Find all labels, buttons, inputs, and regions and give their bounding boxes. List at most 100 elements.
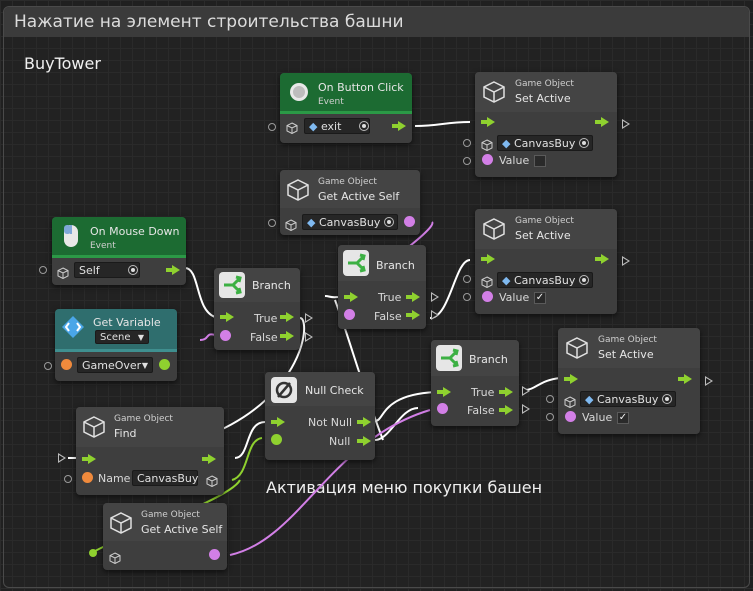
scope-value: Scene	[100, 332, 131, 343]
target-field[interactable]: ◆ CanvasBuy	[302, 214, 398, 230]
node-get-active-self-top[interactable]: Game Object Get Active Self ◆ CanvasBuy	[280, 170, 420, 235]
true-output-port[interactable]	[406, 292, 420, 302]
false-output-port[interactable]	[406, 310, 420, 320]
node-set-active-1[interactable]: Game Object Set Active ◆ CanvasBuy Value	[475, 72, 617, 177]
condition-input-port[interactable]	[220, 330, 231, 341]
name-field[interactable]: CanvasBuy	[132, 470, 198, 486]
node-title: Get Variable	[93, 316, 161, 329]
input-port[interactable]	[463, 139, 471, 147]
input-port[interactable]	[463, 293, 471, 301]
flow-output-port[interactable]	[595, 117, 609, 127]
variable-name-dropdown[interactable]: GameOver ▼	[77, 357, 153, 373]
node-branch-2[interactable]: Branch True False	[338, 245, 426, 329]
true-output-port[interactable]	[280, 312, 294, 322]
false-output-port[interactable]	[280, 331, 294, 341]
name-input-port[interactable]	[82, 472, 93, 483]
bool-input-port[interactable]	[482, 154, 493, 165]
flow-output-port[interactable]	[522, 386, 530, 396]
value-label: Value	[499, 291, 530, 304]
flow-output-port[interactable]	[622, 256, 630, 266]
node-branch-1[interactable]: Branch True False	[214, 268, 300, 350]
flow-input-port[interactable]	[344, 292, 358, 302]
object-picker-button[interactable]	[579, 138, 589, 148]
input-value-port[interactable]	[271, 434, 282, 445]
input-port[interactable]	[39, 266, 47, 274]
condition-input-port[interactable]	[437, 403, 448, 414]
object-picker-button[interactable]	[128, 265, 138, 275]
flow-output-port[interactable]	[595, 254, 609, 264]
flow-input-port[interactable]	[271, 417, 285, 427]
group-frame[interactable]: Нажатие на элемент строительства башни	[3, 6, 750, 588]
not-null-output-port[interactable]	[357, 417, 371, 427]
flow-input-port[interactable]	[481, 117, 495, 127]
node-get-variable[interactable]: Get Variable Scene ▼ GameOver ▼	[55, 309, 177, 381]
input-port[interactable]	[44, 362, 52, 370]
input-port[interactable]	[546, 395, 554, 403]
true-label: True	[471, 386, 495, 399]
flow-output-port[interactable]	[305, 313, 313, 323]
component-icon: ◆	[502, 137, 511, 150]
null-output-port[interactable]	[357, 436, 371, 446]
node-get-active-self-bottom[interactable]: Game Object Get Active Self	[103, 503, 227, 570]
flow-input-port[interactable]	[564, 374, 578, 384]
target-field[interactable]: ◆ CanvasBuy	[497, 272, 593, 288]
node-on-mouse-down[interactable]: On Mouse Down Event Self	[52, 217, 186, 285]
flow-output-port[interactable]	[392, 121, 406, 131]
input-port[interactable]	[64, 475, 72, 483]
value-checkbox[interactable]: ✓	[617, 412, 629, 424]
value-output-port[interactable]	[159, 359, 170, 370]
gameobject-icon	[481, 273, 493, 292]
flow-input-port[interactable]	[82, 454, 96, 464]
flow-output-port[interactable]	[431, 292, 439, 302]
flow-input-port[interactable]	[220, 312, 234, 322]
cube-icon	[481, 79, 507, 105]
target-field[interactable]: Self	[74, 262, 140, 278]
flow-output-port[interactable]	[166, 265, 180, 275]
node-null-check[interactable]: Null Check Not Null Null	[265, 372, 375, 460]
flow-input-port[interactable]	[481, 254, 495, 264]
input-port[interactable]	[268, 219, 276, 227]
input-port[interactable]	[546, 413, 554, 421]
true-output-port[interactable]	[499, 387, 513, 397]
flow-input-port[interactable]	[437, 387, 451, 397]
flow-output-port[interactable]	[202, 454, 216, 464]
flow-input-port[interactable]	[58, 453, 66, 463]
target-value: CanvasBuy	[513, 137, 576, 150]
input-port[interactable]	[463, 157, 471, 165]
node-on-button-click[interactable]: On Button Click Event ◆ exit	[280, 73, 412, 143]
cube-icon	[285, 177, 311, 203]
input-port[interactable]	[268, 123, 276, 131]
object-picker-button[interactable]	[384, 217, 394, 227]
false-output-port[interactable]	[499, 405, 513, 415]
target-field[interactable]: ◆ exit	[304, 118, 370, 134]
name-input-port[interactable]	[61, 359, 72, 370]
node-set-active-3[interactable]: Game Object Set Active ◆ CanvasBuy Value…	[558, 328, 700, 434]
input-port[interactable]	[463, 275, 471, 283]
object-picker-button[interactable]	[579, 275, 589, 285]
node-branch-3[interactable]: Branch True False	[431, 340, 519, 426]
target-field[interactable]: ◆ CanvasBuy	[497, 135, 593, 151]
condition-input-port[interactable]	[344, 309, 355, 320]
bool-output-port[interactable]	[404, 216, 415, 227]
bool-input-port[interactable]	[482, 291, 493, 302]
flow-output-port[interactable]	[431, 310, 439, 320]
flow-output-port[interactable]	[622, 119, 630, 129]
bool-input-port[interactable]	[565, 411, 576, 422]
value-checkbox[interactable]	[534, 155, 546, 167]
flow-output-port[interactable]	[678, 374, 692, 384]
wire-flow	[524, 377, 561, 391]
object-picker-button[interactable]	[359, 121, 369, 131]
scope-dropdown[interactable]: Scene ▼	[95, 330, 149, 344]
node-set-active-2[interactable]: Game Object Set Active ◆ CanvasBuy Value…	[475, 209, 617, 314]
bool-output-port[interactable]	[209, 549, 220, 560]
flow-output-port[interactable]	[522, 404, 530, 414]
object-picker-button[interactable]	[662, 394, 672, 404]
value-checkbox[interactable]: ✓	[534, 292, 546, 304]
node-find[interactable]: Game Object Find Name CanvasBuy	[76, 407, 224, 495]
wire-flow	[414, 121, 471, 127]
input-port[interactable]	[89, 549, 97, 557]
flow-output-port[interactable]	[705, 376, 713, 386]
flow-output-port[interactable]	[305, 332, 313, 342]
group-title[interactable]: Нажатие на элемент строительства башни	[4, 7, 749, 37]
target-field[interactable]: ◆ CanvasBuy	[580, 391, 676, 407]
